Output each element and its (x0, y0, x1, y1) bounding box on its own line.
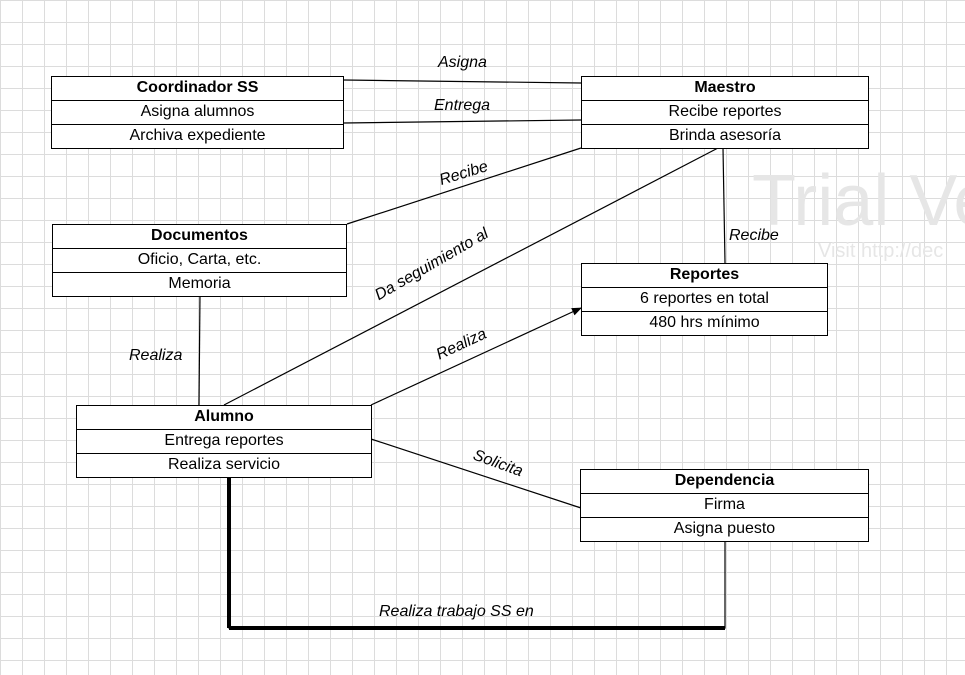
entity-attribute: Asigna alumnos (52, 101, 343, 125)
relation-label-realiza-trabajo: Realiza trabajo SS en (379, 603, 534, 620)
entity-maestro[interactable]: Maestro Recibe reportes Brinda asesoría (581, 76, 869, 149)
entity-title: Dependencia (581, 470, 868, 494)
edge-da-seguimiento[interactable] (223, 147, 719, 406)
edge-solicita[interactable] (370, 438, 582, 509)
entity-attribute: Entrega reportes (77, 430, 371, 454)
entity-attribute: Brinda asesoría (668, 127, 782, 144)
entity-title: Reportes (582, 264, 827, 288)
entity-documentos[interactable]: Documentos Oficio, Carta, etc. Memoria (52, 224, 347, 297)
edge-recibe-reportes[interactable] (722, 147, 726, 264)
entity-attribute: Firma (581, 494, 868, 518)
edge-recibe-documentos[interactable] (346, 147, 582, 225)
entity-attribute: Realiza servicio (167, 456, 281, 473)
entity-attribute: 480 hrs mínimo (649, 314, 760, 331)
relation-label-entrega: Entrega (434, 97, 491, 114)
entity-dependencia[interactable]: Dependencia Firma Asigna puesto (580, 469, 869, 542)
entity-attribute: Archiva expediente (129, 127, 266, 144)
edge-asigna[interactable] (343, 79, 582, 84)
relation-label-recibe-reportes: Recibe (729, 227, 779, 244)
edge-realiza-documentos[interactable] (198, 293, 201, 406)
edge-realiza-reportes[interactable] (370, 307, 582, 406)
entity-title: Maestro (582, 77, 868, 101)
entity-alumno[interactable]: Alumno Entrega reportes Realiza servicio (76, 405, 372, 478)
relation-label-realiza-documentos: Realiza (129, 347, 183, 364)
entity-title: Alumno (77, 406, 371, 430)
entity-attribute: 6 reportes en total (582, 288, 827, 312)
entity-attribute: Oficio, Carta, etc. (53, 249, 346, 273)
entity-attribute: Memoria (168, 275, 231, 292)
entity-title: Coordinador SS (52, 77, 343, 101)
entity-reportes[interactable]: Reportes 6 reportes en total 480 hrs mín… (581, 263, 828, 336)
edge-entrega[interactable] (343, 119, 582, 124)
entity-attribute: Asigna puesto (673, 520, 776, 537)
entity-coordinador[interactable]: Coordinador SS Asigna alumnos Archiva ex… (51, 76, 344, 149)
relation-label-asigna: Asigna (438, 54, 487, 71)
entity-attribute: Recibe reportes (582, 101, 868, 125)
entity-title: Documentos (53, 225, 346, 249)
